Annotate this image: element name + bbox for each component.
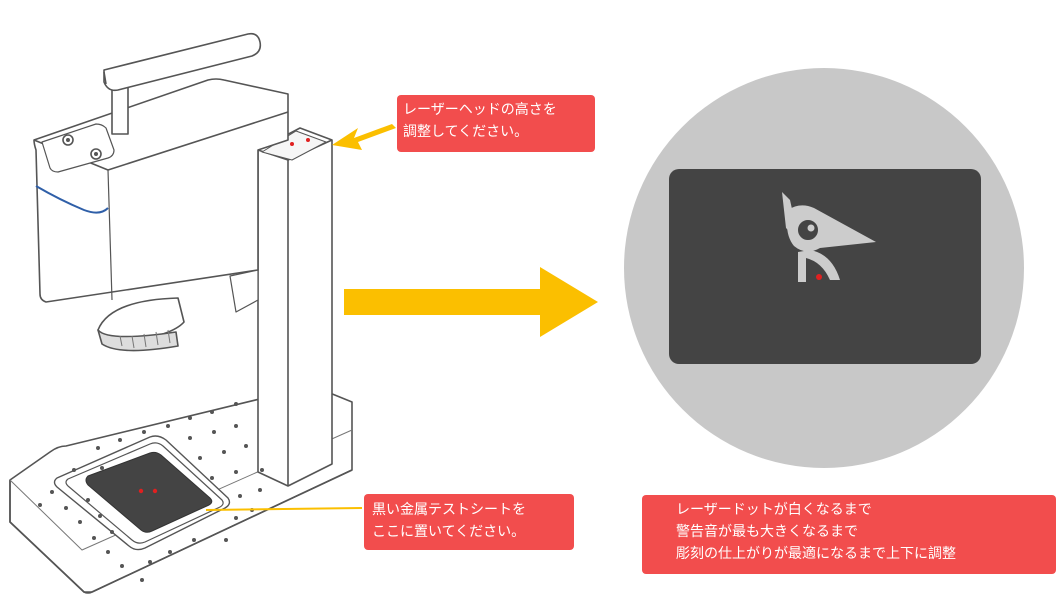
power-button-dot xyxy=(66,138,70,142)
vertical-column xyxy=(257,127,333,487)
woodpecker-logo-icon xyxy=(782,192,876,282)
head-pointer-arrow xyxy=(332,124,396,150)
logo-laser-dot xyxy=(816,274,822,280)
callout-line: 彫刻の仕上がりが最適になるまで上下に調整 xyxy=(676,546,956,562)
callout-line: レーザーヘッドの高さを xyxy=(403,102,557,118)
base-plate-holes xyxy=(38,402,264,582)
laser-dot-right xyxy=(152,488,158,494)
callout-line: 黒い金属テストシートを xyxy=(372,502,526,518)
column-indicator-right xyxy=(306,138,310,142)
callout-line: レーザードットが白くなるまで xyxy=(676,502,872,518)
laser-engraver-illustration-icon xyxy=(9,32,353,594)
light-button-dot xyxy=(94,152,98,156)
lens-ring xyxy=(97,297,185,352)
test-sheet-callout: 黒い金属テストシートを ここに置いてください。 xyxy=(364,494,574,550)
callout-line: ここに置いてください。 xyxy=(372,524,526,540)
column-bracket xyxy=(229,269,259,313)
sheet-leader-line xyxy=(205,507,363,511)
adjustment-steps-callout: レーザードットが白くなるまで 警告音が最も大きくなるまで 彫刻の仕上がりが最適に… xyxy=(642,495,1056,574)
metal-test-sheet xyxy=(85,451,213,533)
control-pad xyxy=(41,123,115,173)
main-arrow xyxy=(344,267,598,337)
adjust-handle xyxy=(103,32,262,135)
head-accent-line xyxy=(35,185,109,214)
callout-line: 警告音が最も大きくなるまで xyxy=(676,524,858,540)
callout-line: 調整してください。 xyxy=(403,124,529,140)
laser-dot-left xyxy=(138,488,144,494)
work-area-inner xyxy=(65,442,224,544)
laser-head xyxy=(33,78,289,303)
laser-head-height-callout: レーザーヘッドの高さを 調整してください。 xyxy=(397,95,595,152)
column-indicator-left xyxy=(290,142,294,146)
